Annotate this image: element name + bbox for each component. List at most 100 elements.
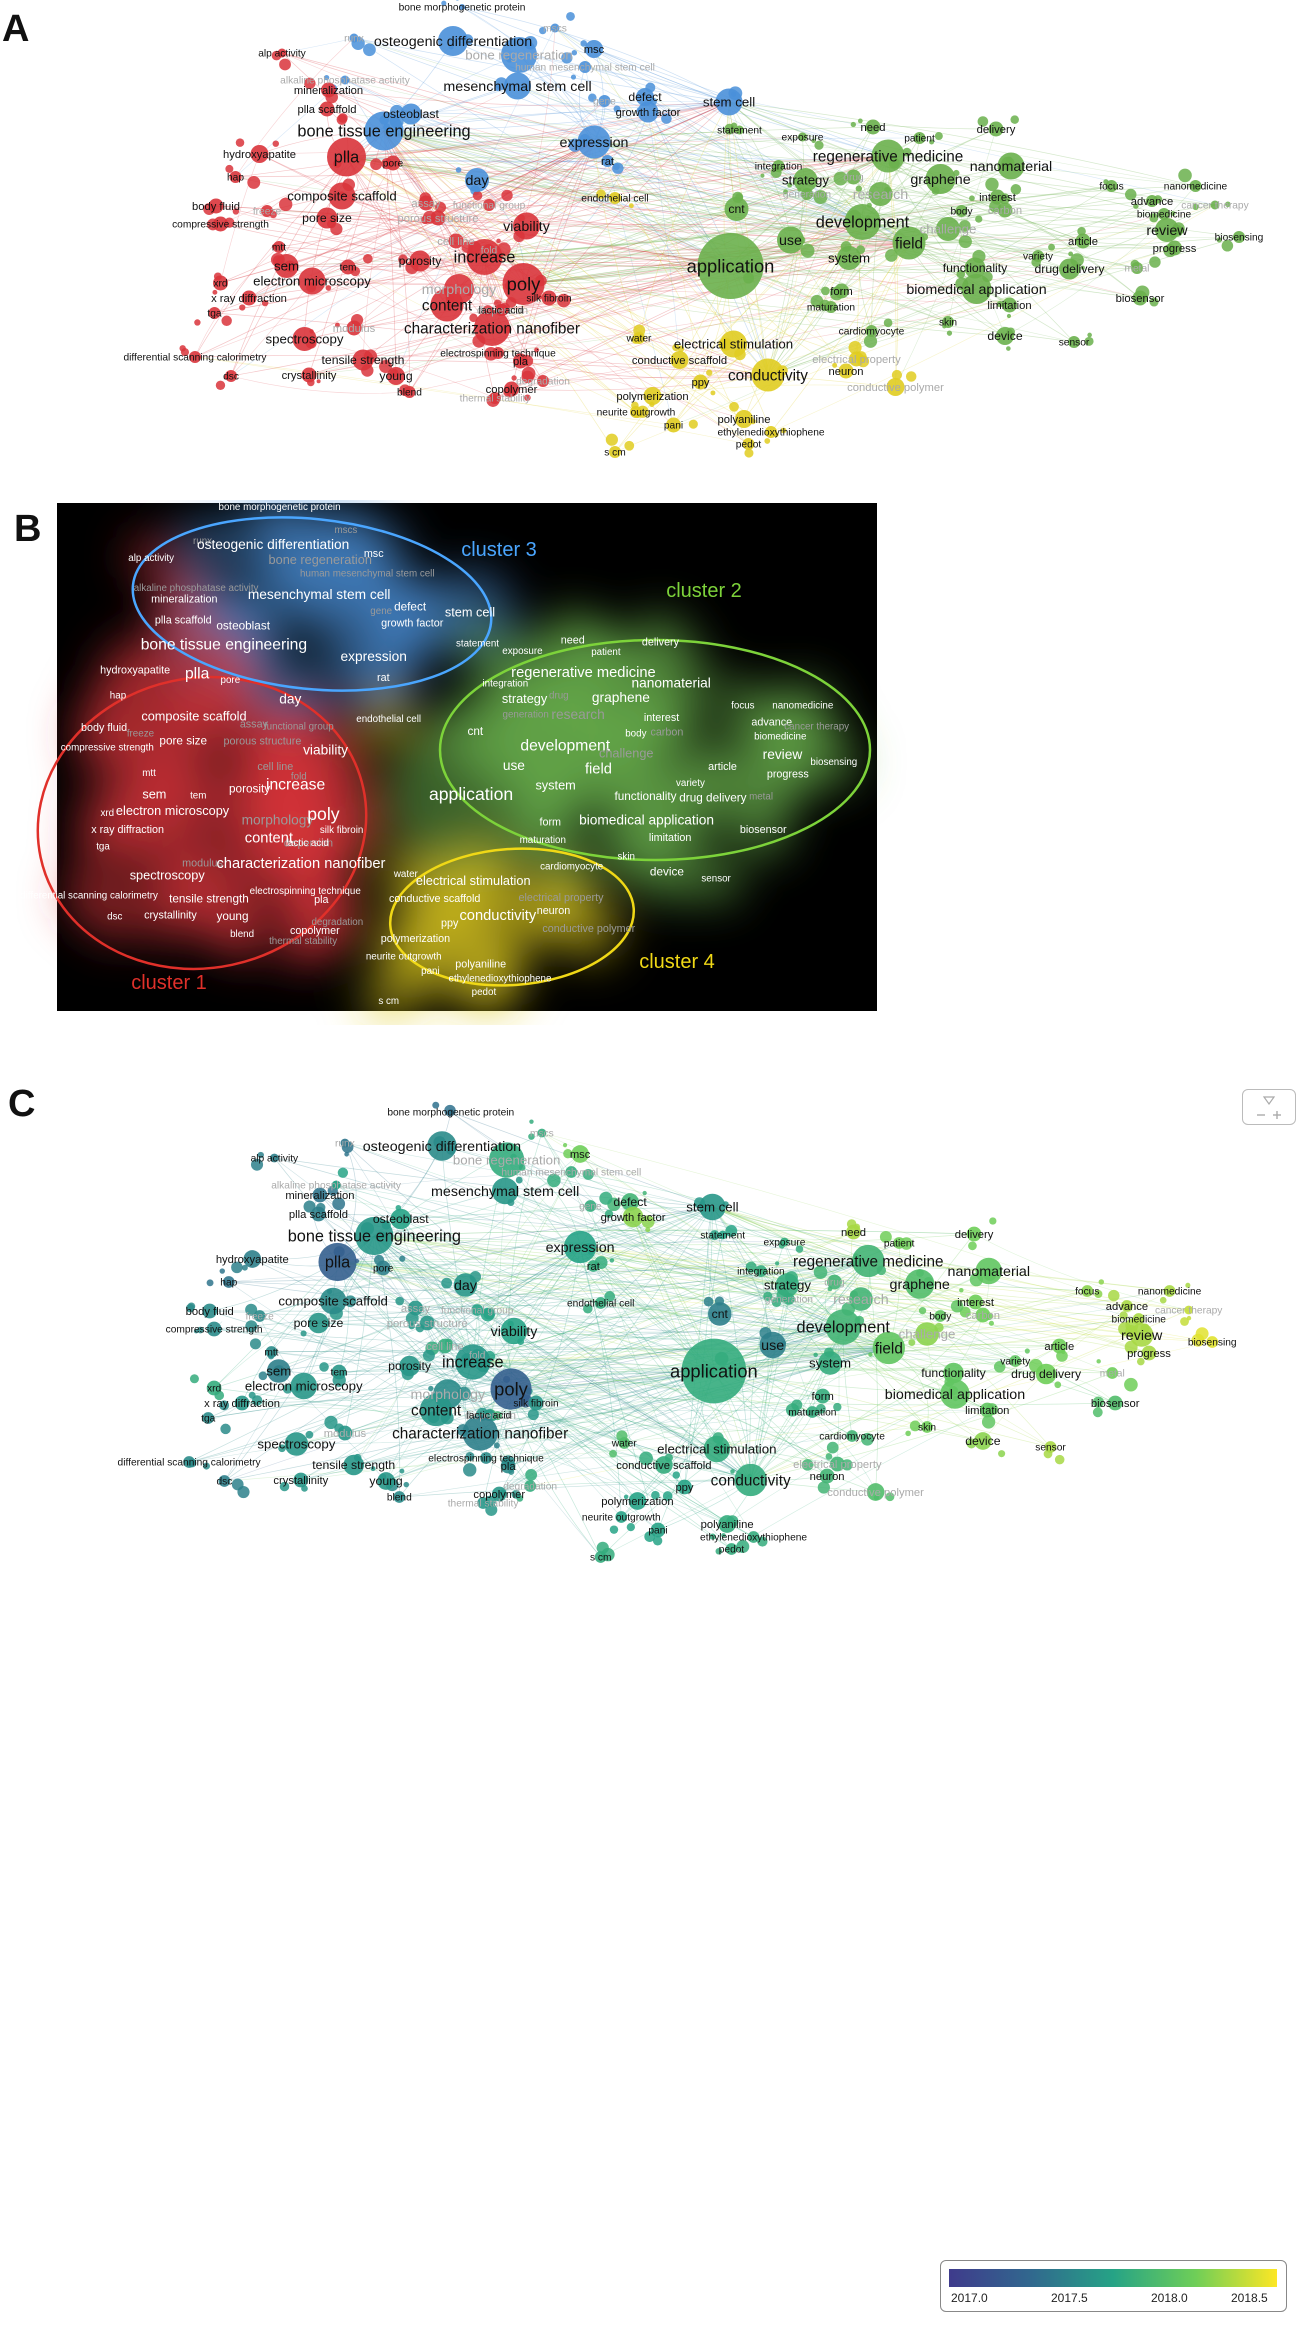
node-circle[interactable] [334, 322, 340, 328]
node-circle[interactable] [985, 177, 999, 192]
node-circle[interactable] [861, 1432, 874, 1446]
term-label-poly[interactable]: poly [494, 1378, 529, 1399]
node-circle[interactable] [398, 254, 408, 265]
node-need[interactable] [846, 1224, 861, 1240]
node-circle[interactable] [408, 1322, 416, 1330]
term-label-biomedical-application[interactable]: biomedical application [906, 282, 1046, 298]
term-label-maturation[interactable]: maturation [807, 303, 855, 314]
term-label-drug-delivery[interactable]: drug delivery [1034, 262, 1105, 276]
density-term-tensile-strength[interactable]: tensile strength [169, 892, 249, 905]
node-circle[interactable] [813, 190, 828, 204]
term-label-need[interactable]: need [841, 1227, 866, 1239]
node-circle[interactable] [715, 1547, 723, 1555]
density-term-bone-tissue-engineering[interactable]: bone tissue engineering [141, 637, 307, 654]
term-label-graphene[interactable]: graphene [890, 1277, 950, 1293]
node-circle[interactable] [278, 197, 293, 212]
term-label-alp-activity[interactable]: alp activity [251, 1154, 299, 1165]
node-carbon[interactable] [997, 202, 1013, 218]
term-label-copolymer[interactable]: copolymer [486, 384, 538, 396]
node-circle[interactable] [993, 1361, 1006, 1373]
term-label-challenge[interactable]: challenge [899, 1327, 956, 1342]
node-bone-tissue-engineering[interactable] [355, 1216, 394, 1256]
node-circle[interactable] [250, 1158, 264, 1171]
node-assay[interactable] [418, 195, 434, 211]
node-circle[interactable] [706, 369, 713, 376]
node-dsc[interactable] [218, 1475, 231, 1487]
node-circle[interactable] [902, 147, 912, 157]
density-term-alkaline-phosphatase-activity[interactable]: alkaline phosphatase activity [134, 583, 259, 594]
node-circle[interactable] [885, 249, 898, 262]
node-circle[interactable] [441, 0, 447, 6]
node-circle[interactable] [1087, 332, 1092, 338]
term-label-electron-microscopy[interactable]: electron microscopy [253, 274, 371, 289]
node-circle[interactable] [272, 140, 279, 147]
term-label-patient[interactable]: patient [904, 134, 935, 145]
node-exposure[interactable] [780, 1237, 789, 1247]
node-progress[interactable] [1167, 240, 1182, 256]
term-label-mtt[interactable]: mtt [264, 1348, 278, 1359]
node-circle[interactable] [562, 1143, 568, 1148]
node-modulus[interactable] [346, 320, 362, 336]
density-term-carbon[interactable]: carbon [650, 727, 683, 739]
density-term-article[interactable]: article [708, 761, 737, 773]
term-label-bone-tissue-engineering[interactable]: bone tissue engineering [288, 1228, 461, 1246]
term-label-variety[interactable]: variety [1023, 252, 1054, 263]
node-circle[interactable] [821, 286, 830, 296]
node-x-ray-diffraction[interactable] [234, 1395, 250, 1411]
term-label-blend[interactable]: blend [387, 1493, 412, 1504]
density-term-field[interactable]: field [585, 762, 612, 778]
node-circle[interactable] [561, 52, 573, 64]
term-label-field[interactable]: field [895, 235, 923, 252]
node-circle[interactable] [435, 201, 447, 213]
node-circle[interactable] [981, 1415, 996, 1429]
density-term-runx[interactable]: runx [193, 536, 212, 547]
node-x-ray-diffraction[interactable] [241, 290, 257, 306]
node-tga[interactable] [208, 307, 221, 319]
node-drug[interactable] [846, 169, 861, 185]
node-circle[interactable] [624, 440, 635, 451]
node-circle[interactable] [1119, 1311, 1128, 1320]
density-term-pore-size[interactable]: pore size [159, 735, 207, 748]
node-circle[interactable] [279, 58, 291, 71]
term-label-morphology[interactable]: morphology [422, 282, 497, 298]
node-delivery[interactable] [966, 1226, 982, 1242]
node-circle[interactable] [1180, 1317, 1189, 1326]
density-term-body-fluid[interactable]: body fluid [81, 722, 127, 734]
density-term-ethylenedioxythiophene[interactable]: ethylenedioxythiophene [449, 974, 553, 985]
zoom-control-widget[interactable] [1242, 1089, 1296, 1125]
term-label-biosensor[interactable]: biosensor [1091, 1398, 1140, 1410]
node-circle[interactable] [220, 1423, 231, 1435]
density-term-young[interactable]: young [216, 910, 248, 923]
node-metal[interactable] [1131, 262, 1143, 274]
node-circle[interactable] [775, 1261, 780, 1266]
term-label-field[interactable]: field [875, 1340, 903, 1357]
density-term-pla[interactable]: pla [314, 894, 328, 906]
density-term-electron-microscopy[interactable]: electron microscopy [116, 803, 230, 818]
node-circle[interactable] [1068, 251, 1074, 257]
node-mesenchymal-stem-cell[interactable] [504, 72, 531, 100]
node-circle[interactable] [1054, 1454, 1065, 1465]
node-progress[interactable] [1141, 1345, 1157, 1361]
node-neuron[interactable] [819, 1468, 835, 1484]
node-spectroscopy[interactable] [292, 327, 317, 351]
node-circle[interactable] [212, 289, 218, 295]
node-circle[interactable] [959, 1288, 964, 1293]
node-circle[interactable] [472, 190, 483, 201]
node-degradation[interactable] [537, 375, 549, 387]
term-label-spectroscopy[interactable]: spectroscopy [265, 332, 343, 347]
node-circle[interactable] [399, 1255, 406, 1262]
node-circle[interactable] [891, 369, 903, 381]
cluster-ellipse-4[interactable] [386, 841, 639, 994]
node-circle[interactable] [764, 438, 771, 444]
term-label-human-mesenchymal-stem-cell[interactable]: human mesenchymal stem cell [501, 1168, 641, 1179]
node-field[interactable] [892, 226, 926, 260]
node-circle[interactable] [787, 182, 793, 188]
node-pore[interactable] [385, 155, 401, 171]
term-label-pore[interactable]: pore [383, 159, 404, 170]
node-circle[interactable] [1024, 1348, 1030, 1354]
node-circle[interactable] [399, 1468, 405, 1474]
node-sem[interactable] [274, 254, 299, 278]
cluster-ellipse-1[interactable] [10, 647, 393, 999]
term-label-differential-scanning-calorimetry[interactable]: differential scanning calorimetry [123, 353, 267, 364]
